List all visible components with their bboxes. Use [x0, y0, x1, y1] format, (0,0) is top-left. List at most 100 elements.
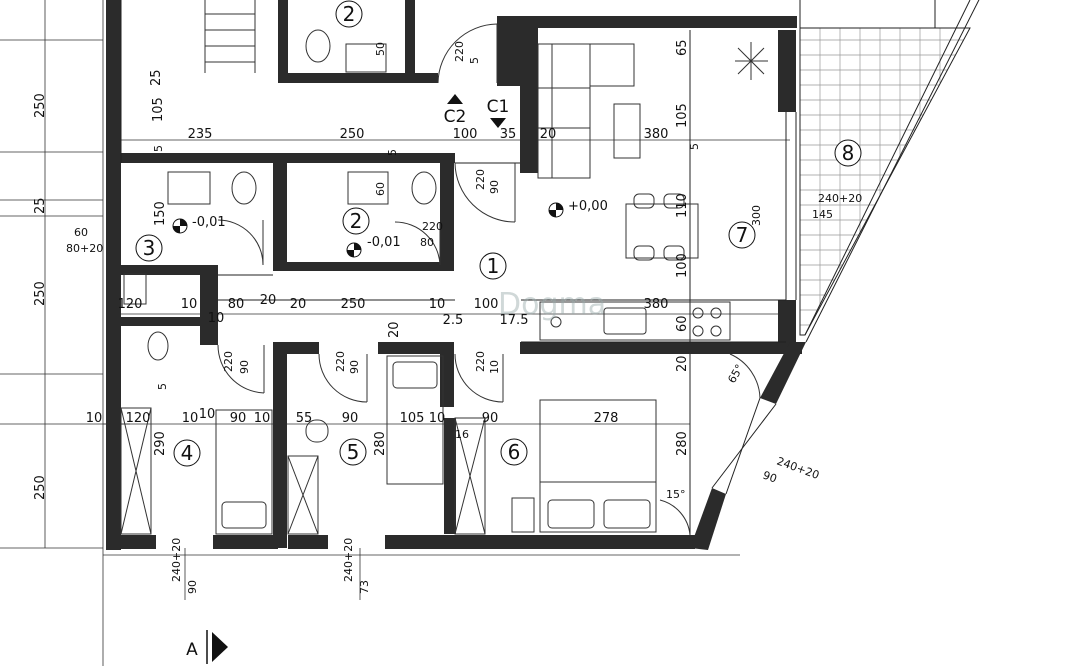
dim: 60 [74, 226, 88, 239]
outlines [120, 0, 936, 535]
room-5-label: 5 [347, 440, 360, 464]
dim: 5 [156, 383, 169, 390]
dim: 16 [455, 428, 469, 441]
dim: 250 [341, 297, 366, 312]
dim: 80 [228, 297, 245, 312]
dim: 250 [33, 93, 48, 118]
dim: 90 [488, 180, 501, 194]
dim: 235 [188, 127, 213, 142]
dim: 90 [482, 411, 499, 426]
dim: 100 [675, 253, 690, 278]
dim: 10 [254, 411, 271, 426]
dim: 50 [374, 42, 387, 56]
dim: 100 [474, 297, 499, 312]
level-main: +0,00 [568, 199, 608, 214]
watermark: Dogma [498, 287, 606, 322]
dim: 10 [429, 297, 446, 312]
dim: 5 [468, 57, 481, 64]
room-7-label: 7 [736, 223, 749, 247]
dim: 20 [260, 293, 277, 308]
dim: 105 [675, 103, 690, 128]
dim: 280 [373, 431, 388, 456]
room-labels: 1 2 2 3 4 5 6 7 8 [135, 0, 862, 467]
angle-15: 15° [666, 488, 686, 501]
room-3-label: 3 [143, 236, 156, 260]
dim: 278 [594, 411, 619, 426]
dim: 290 [153, 431, 168, 456]
dim: 2.5 [443, 313, 464, 328]
dim: 240+20 [342, 538, 355, 582]
dim: 55 [296, 411, 313, 426]
dim: 145 [812, 208, 833, 221]
sofa [537, 43, 591, 179]
dim: 250 [33, 475, 48, 500]
dim: 10 [488, 360, 501, 374]
dim: 80 [420, 236, 434, 249]
dim: 380 [644, 127, 669, 142]
room-8-label: 8 [842, 141, 855, 165]
dim: 25 [33, 197, 48, 214]
dim: 240+20 [170, 538, 183, 582]
dim: 90 [186, 580, 199, 594]
section-c2: C2 [444, 107, 467, 127]
angle-65: 65° [725, 362, 746, 385]
dim: 240+20 [818, 192, 862, 205]
dim: 5 [152, 145, 165, 152]
dim: 35 [500, 127, 517, 142]
dim: 80+20 [66, 242, 103, 255]
dim: 220 [222, 351, 235, 372]
construction-lines [0, 0, 790, 666]
room-2b-label: 2 [350, 209, 363, 233]
level-markers: +0,00 -0,01 -0,01 [172, 199, 608, 258]
dim: 65 [675, 39, 690, 56]
dim: 110 [675, 193, 690, 218]
dim: 20 [675, 355, 690, 372]
room-6-label: 6 [508, 440, 521, 464]
dim: 250 [340, 127, 365, 142]
dim: 90 [348, 360, 361, 374]
dim: 250 [33, 281, 48, 306]
room-4-label: 4 [181, 441, 194, 465]
level-bath-2: -0,01 [367, 235, 401, 250]
dim: 90 [761, 469, 779, 486]
dim: 90 [230, 411, 247, 426]
dim: 220 [474, 169, 487, 190]
walls [106, 0, 806, 550]
dim: 380 [644, 297, 669, 312]
dim: 5 [386, 149, 399, 156]
dim: 25 [149, 69, 164, 86]
double-bed [539, 399, 657, 533]
dim: 5 [688, 143, 701, 150]
dim: 10 [182, 411, 199, 426]
terrace-tiles [799, 0, 980, 343]
angle-labels: 65° 15° [666, 362, 746, 501]
dim: 100 [453, 127, 478, 142]
dim: 10 [199, 407, 216, 422]
dim: 73 [358, 580, 371, 594]
door-swings [217, 23, 761, 536]
section-a: A [186, 640, 198, 660]
dining-table [625, 203, 699, 259]
kitchen-counter [539, 301, 731, 341]
dim: 240+20 [775, 455, 821, 482]
dim: 90 [342, 411, 359, 426]
dim: 60 [675, 315, 690, 332]
section-markers: C2 C1 A [186, 94, 509, 664]
dim: 120 [126, 411, 151, 426]
room-2a-label: 2 [343, 2, 356, 26]
furniture [120, 0, 768, 535]
dim: 150 [153, 201, 168, 226]
dim: 280 [675, 431, 690, 456]
section-c1: C1 [487, 97, 510, 117]
dim: 10 [86, 411, 103, 426]
dim: 20 [290, 297, 307, 312]
dim: 60 [374, 182, 387, 196]
dim: 220 [474, 351, 487, 372]
dim: 105 [151, 97, 166, 122]
dim: 90 [238, 360, 251, 374]
dim: 105 [400, 411, 425, 426]
dim: 220 [334, 351, 347, 372]
level-bath-1: -0,01 [192, 215, 226, 230]
dimensions: 235 250 100 35 20 380 5 5 5 250 25 250 2… [33, 39, 862, 594]
